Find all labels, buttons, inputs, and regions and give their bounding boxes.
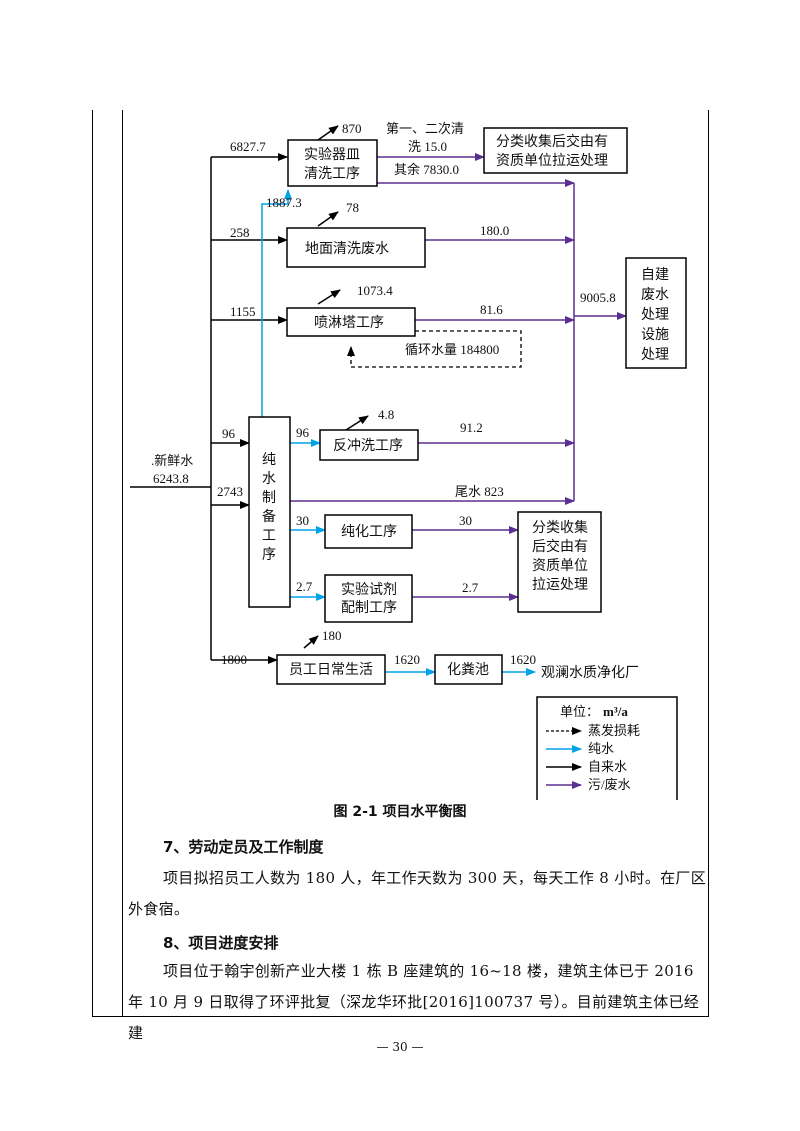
legend-tap-water-label: 自来水 (588, 759, 627, 774)
pure-water-char-1: 纯 (262, 452, 276, 468)
value-6827: 6827.7 (230, 139, 266, 154)
value-258: 258 (230, 225, 250, 240)
value-2743: 2743 (217, 484, 243, 499)
collect-mid-label-1: 分类收集 (532, 519, 588, 536)
circulation-loop (347, 330, 522, 368)
floor-cleaning-box (286, 227, 426, 268)
spray-tower-box (286, 307, 416, 337)
collect-mid-label-2: 后交由有 (532, 538, 588, 555)
value-first-second-clean: 第一、二次清 (386, 121, 464, 136)
value-78: 78 (346, 200, 359, 215)
collect-box-top (483, 127, 628, 174)
value-96b: 96 (296, 425, 310, 440)
collect-box-mid (517, 511, 602, 613)
floor-cleaning-label: 地面清洗废水 (305, 241, 389, 257)
pure-water-prep-box (248, 416, 291, 608)
value-870: 870 (342, 121, 362, 136)
value-180: 180 (322, 628, 342, 643)
self-built-label-4: 设施 (641, 327, 669, 343)
pure-water-lines (261, 189, 536, 676)
value-1155: 1155 (230, 304, 256, 319)
backwash-box (319, 429, 419, 461)
legend-pure-water-label: 纯水 (588, 741, 614, 756)
value-1800: 1800 (221, 652, 247, 667)
purification-box (324, 514, 413, 549)
legend: 单位： m³/a 蒸发损耗 纯水 自来水 污/废水 (546, 704, 640, 792)
backwash-label: 反冲洗工序 (333, 438, 403, 454)
value-wash15: 洗 15.0 (408, 139, 447, 154)
reagent-label-1: 实验试剂 (341, 582, 397, 598)
fresh-water-label: .新鲜水 (151, 453, 193, 468)
collect-top-label-1: 分类收集后交由有 (496, 133, 608, 150)
collect-mid-label-3: 资质单位 (532, 558, 588, 574)
waste-water-lines (290, 153, 627, 601)
value-81-6: 81.6 (480, 302, 503, 317)
legend-unit-label: 单位： (560, 704, 599, 719)
value-1620a: 1620 (394, 652, 420, 667)
process-boxes (248, 127, 687, 800)
self-built-label-3: 处理 (641, 307, 669, 323)
value-2-7a: 2.7 (296, 579, 313, 594)
section-8-heading: 8、项目进度安排 (163, 934, 279, 952)
water-balance-diagram: 实验器皿 清洗工序 地面清洗废水 喷淋塔工序 纯 水 制 备 工 序 反冲洗工序… (130, 121, 687, 800)
staff-daily-box (276, 654, 386, 685)
vessel-cleaning-label-1: 实验器皿 (304, 147, 360, 163)
table-border-right (708, 110, 709, 1016)
page-number: — 30 — (376, 1040, 424, 1054)
pure-water-char-6: 序 (262, 547, 276, 563)
section-8-paragraph: 项目位于翰宇创新产业大楼 1 栋 B 座建筑的 16~18 楼，建筑主体已于 2… (128, 962, 700, 1042)
reagent-label-2: 配制工序 (341, 600, 397, 616)
collect-mid-label-4: 拉运处理 (532, 577, 588, 593)
septic-tank-label: 化粪池 (447, 662, 489, 678)
staff-daily-label: 员工日常生活 (289, 662, 373, 678)
pure-water-char-3: 制 (262, 490, 276, 506)
value-96a: 96 (222, 426, 236, 441)
value-9005: 9005.8 (580, 290, 616, 305)
pure-water-char-2: 水 (262, 471, 276, 487)
vessel-cleaning-box (287, 139, 378, 187)
self-built-label-5: 处理 (641, 347, 669, 363)
self-built-label-2: 废水 (641, 287, 669, 303)
septic-tank-box (434, 654, 503, 685)
legend-unit-value: m³/a (603, 704, 628, 719)
value-circulation: 循环水量 184800 (405, 342, 499, 357)
value-180-0: 180.0 (480, 223, 509, 238)
spray-tower-label: 喷淋塔工序 (314, 315, 384, 331)
pure-water-char-4: 备 (262, 508, 276, 525)
value-1887: 1887.3 (266, 195, 302, 210)
pure-water-char-5: 工 (262, 529, 276, 544)
value-4-8: 4.8 (378, 407, 394, 422)
legend-evaporation-label: 蒸发损耗 (588, 723, 640, 738)
table-border-left-inner (122, 110, 123, 1016)
value-30a: 30 (296, 513, 309, 528)
value-tail823: 尾水 823 (455, 484, 504, 499)
tap-water-lines (130, 153, 288, 664)
guanlan-plant-label: 观澜水质净化厂 (541, 665, 639, 681)
fresh-water-value: 6243.8 (153, 471, 189, 486)
value-1620b: 1620 (510, 652, 536, 667)
reagent-prep-box (324, 574, 413, 623)
self-built-treatment-box (625, 257, 687, 369)
self-built-label-1: 自建 (641, 267, 669, 283)
figure-caption: 图 2-1 项目水平衡图 (333, 804, 467, 820)
legend-waste-water-label: 污/废水 (588, 777, 631, 792)
value-2-7b: 2.7 (462, 580, 479, 595)
table-border-left-outer (92, 110, 93, 1016)
evaporation-arrows (303, 125, 369, 649)
section-7-heading: 7、劳动定员及工作制度 (163, 838, 324, 856)
value-rest7830: 其余 7830.0 (394, 162, 459, 177)
vessel-cleaning-label-2: 清洗工序 (304, 166, 360, 182)
purification-label: 纯化工序 (341, 524, 397, 540)
collect-top-label-2: 资质单位拉运处理 (496, 153, 608, 169)
value-30b: 30 (459, 513, 472, 528)
section-7-paragraph: 项目拟招员工人数为 180 人，年工作天数为 300 天，每天工作 8 小时。在… (128, 869, 707, 918)
value-1073: 1073.4 (357, 283, 393, 298)
value-91-2: 91.2 (460, 420, 483, 435)
table-border-bottom (92, 1016, 709, 1017)
